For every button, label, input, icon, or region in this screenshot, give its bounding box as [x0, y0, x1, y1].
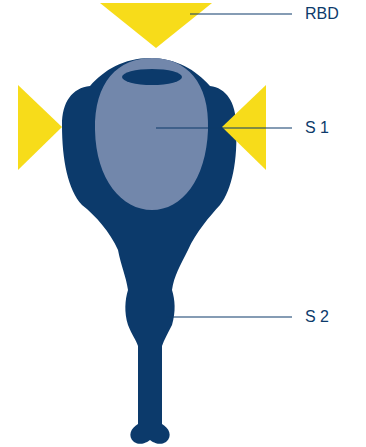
- leader-line: [166, 316, 292, 317]
- part-label: S 1: [305, 119, 329, 137]
- s1-subunit: [95, 58, 208, 210]
- leader-line: [156, 127, 292, 128]
- leader-line: [190, 13, 292, 14]
- part-label: RBD: [305, 5, 339, 23]
- rbd-slit: [122, 69, 182, 85]
- spike-body: [62, 58, 236, 444]
- part-label: S 2: [305, 308, 329, 326]
- binding-triangle: [18, 85, 62, 170]
- binding-triangle: [100, 3, 212, 48]
